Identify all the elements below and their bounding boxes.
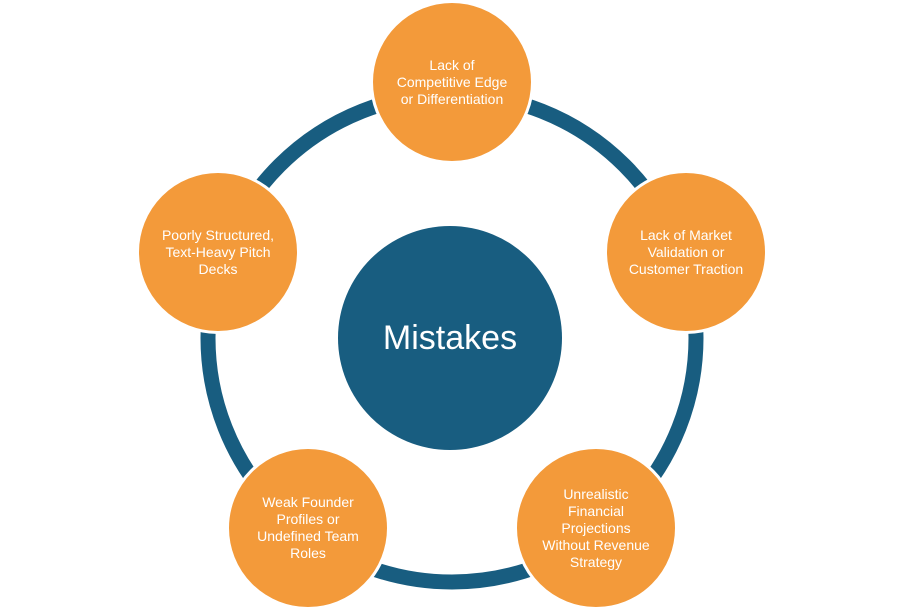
node-label: Weak Founder Profiles or Undefined Team … <box>257 494 359 561</box>
node-market-validation: Lack of Market Validation or Customer Tr… <box>604 170 768 334</box>
center-circle: Mistakes <box>338 226 562 450</box>
node-founder-profiles: Weak Founder Profiles or Undefined Team … <box>226 446 390 610</box>
node-financial-projections: Unrealistic Financial Projections Withou… <box>514 446 678 610</box>
node-label: Lack of Market Validation or Customer Tr… <box>628 226 744 277</box>
center-label: Mistakes <box>382 318 518 357</box>
node-pitch-decks: Poorly Structured, Text-Heavy Pitch Deck… <box>136 170 300 334</box>
node-label: Poorly Structured, Text-Heavy Pitch Deck… <box>161 226 275 277</box>
node-label: Lack of Competitive Edge or Differentiat… <box>396 56 508 107</box>
node-label: Unrealistic Financial Projections Withou… <box>542 485 650 570</box>
node-competitive-edge: Lack of Competitive Edge or Differentiat… <box>370 0 534 164</box>
